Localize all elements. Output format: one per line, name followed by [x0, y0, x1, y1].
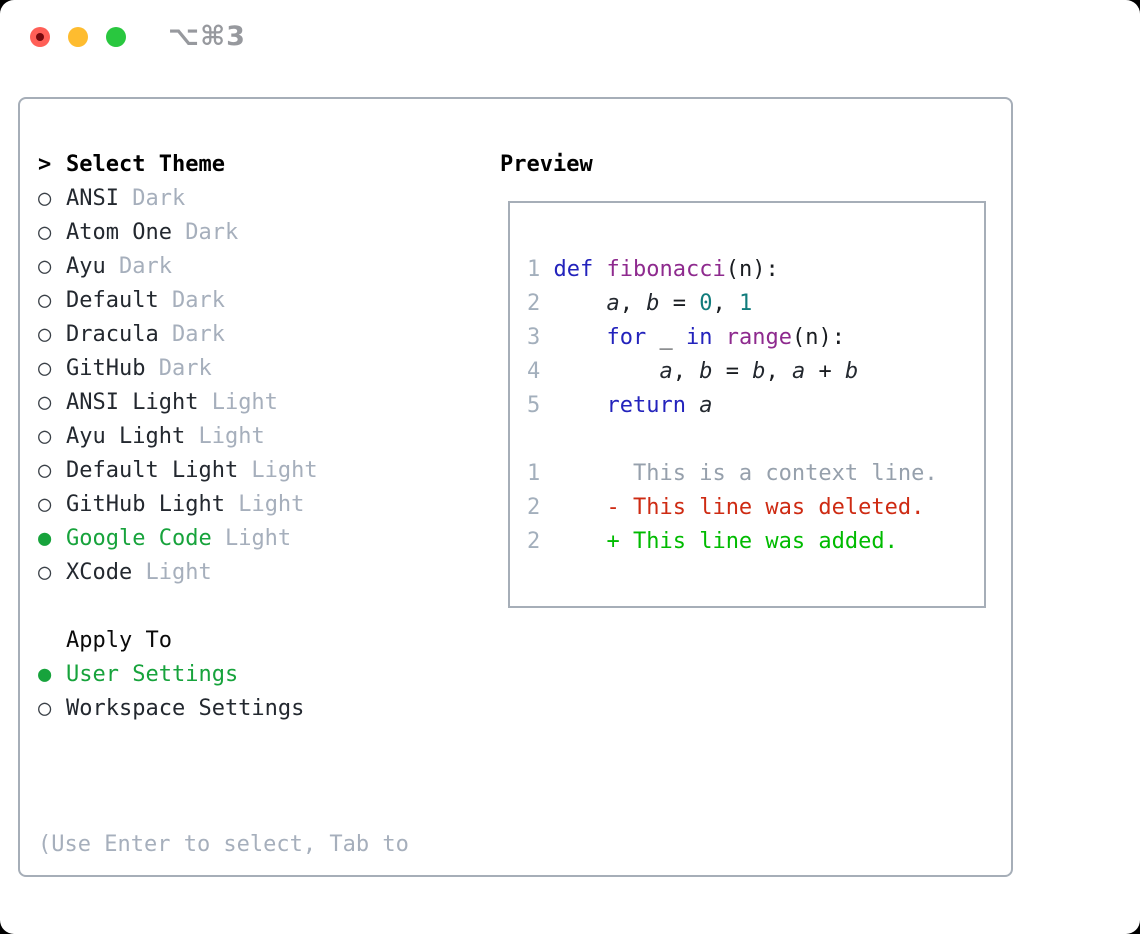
- apply-option-user-settings[interactable]: ● User Settings: [38, 658, 304, 692]
- radio-icon: ○: [38, 186, 52, 211]
- diff-line-added: 2 + This line was added.: [527, 525, 984, 559]
- theme-variant: Dark: [118, 186, 186, 211]
- line-number: 1: [527, 461, 541, 486]
- radio-icon: ○: [38, 220, 52, 245]
- theme-name: Atom One: [66, 220, 172, 245]
- theme-variant: Light: [185, 424, 265, 449]
- theme-option-default-light[interactable]: ○ Default Light Light: [38, 454, 318, 488]
- theme-option-ansi-light[interactable]: ○ ANSI Light Light: [38, 386, 318, 420]
- apply-option-label: User Settings: [66, 662, 239, 687]
- select-theme-label: Select Theme: [66, 152, 225, 177]
- radio-icon: ○: [38, 288, 52, 313]
- preview-pane: 1 def fibonacci(n): 2 a, b = 0, 1 3 for _ …: [508, 201, 986, 608]
- radio-selected-icon: ●: [38, 662, 52, 687]
- unsaved-dot-icon: [36, 33, 44, 41]
- code-line: 5 return a: [527, 393, 713, 418]
- line-number: 1: [527, 257, 541, 282]
- line-number: 4: [527, 359, 541, 384]
- cursor-icon: >: [38, 152, 52, 177]
- theme-option-default[interactable]: ○ Default Dark: [38, 284, 318, 318]
- theme-name: Default: [66, 288, 159, 313]
- theme-variant: Light: [198, 390, 278, 415]
- apply-to-label: Apply To: [66, 628, 172, 653]
- radio-icon: ○: [38, 390, 52, 415]
- theme-option-ansi[interactable]: ○ ANSI Dark: [38, 182, 318, 216]
- traffic-lights: [30, 27, 126, 47]
- radio-icon: ○: [38, 356, 52, 381]
- select-theme-header: > Select Theme: [38, 148, 318, 182]
- theme-option-github[interactable]: ○ GitHub Dark: [38, 352, 318, 386]
- diff-line-context: 1 This is a context line.: [527, 457, 984, 491]
- theme-variant: Dark: [145, 356, 212, 381]
- radio-icon: ○: [38, 458, 52, 483]
- theme-name: Google Code: [66, 526, 212, 551]
- close-button[interactable]: [30, 27, 50, 47]
- spacer: [38, 624, 66, 658]
- theme-list: > Select Theme ○ANSI Dark○Atom One Dark○…: [38, 148, 318, 590]
- theme-variant: Dark: [171, 220, 239, 245]
- theme-name: Ayu Light: [66, 424, 186, 449]
- diff-line-deleted: 2 - This line was deleted.: [527, 491, 984, 525]
- theme-option-dracula[interactable]: ○ Dracula Dark: [38, 318, 318, 352]
- apply-to-header: Apply To: [38, 624, 304, 658]
- theme-name: GitHub: [66, 356, 146, 381]
- radio-icon: ○: [38, 560, 52, 585]
- radio-icon: ○: [38, 492, 52, 517]
- code-line: 2 a, b = 0, 1: [527, 291, 753, 316]
- preview-title: Preview: [500, 152, 593, 177]
- theme-option-xcode[interactable]: ○ XCode Light: [38, 556, 318, 590]
- radio-selected-icon: ●: [38, 526, 52, 551]
- code-line: 1 def fibonacci(n):: [527, 257, 779, 282]
- line-number: 2: [527, 495, 541, 520]
- line-number: 2: [527, 529, 541, 554]
- theme-picker-panel: > Select Theme ○ANSI Dark○Atom One Dark○…: [18, 97, 1013, 877]
- line-number: 5: [527, 393, 541, 418]
- window-title: ⌥⌘3: [168, 21, 246, 52]
- apply-option-workspace-settings[interactable]: ○ Workspace Settings: [38, 692, 304, 726]
- hint-line-1: (Use Enter to select, Tab to: [38, 832, 409, 857]
- line-number: 3: [527, 325, 541, 350]
- apply-option-label: Workspace Settings: [66, 696, 305, 721]
- radio-icon: ○: [38, 696, 52, 721]
- code-line: 3 for _ in range(n):: [527, 325, 845, 350]
- theme-option-github-light[interactable]: ○ GitHub Light Light: [38, 488, 318, 522]
- hint-line-2: change focus): [38, 930, 409, 934]
- theme-variant: Light: [211, 526, 292, 551]
- radio-icon: ○: [38, 254, 52, 279]
- theme-name: XCode: [66, 560, 133, 585]
- theme-variant: Light: [224, 492, 305, 517]
- line-number: 2: [527, 291, 541, 316]
- minimize-button[interactable]: [68, 27, 88, 47]
- apply-to-section: Apply To ● User Settings ○ Workspace Settin…: [38, 624, 304, 726]
- theme-option-ayu-light[interactable]: ○ Ayu Light Light: [38, 420, 318, 454]
- zoom-button[interactable]: [106, 27, 126, 47]
- diff-text: + This line was added.: [606, 529, 898, 554]
- diff-text: - This line was deleted.: [606, 495, 925, 520]
- theme-name: Dracula: [66, 322, 159, 347]
- theme-name: ANSI Light: [66, 390, 199, 415]
- theme-option-atom-one[interactable]: ○ Atom One Dark: [38, 216, 318, 250]
- theme-name: Default Light: [66, 458, 239, 483]
- theme-name: GitHub Light: [66, 492, 225, 517]
- hint-text: (Use Enter to select, Tab to change focu…: [38, 760, 409, 934]
- theme-variant: Dark: [158, 322, 225, 347]
- blank-line: [527, 423, 984, 457]
- radio-icon: ○: [38, 424, 52, 449]
- theme-variant: Light: [132, 560, 212, 585]
- theme-name: ANSI: [66, 186, 119, 211]
- code-line: 4 a, b = b, a + b: [527, 359, 859, 384]
- diff-text: This is a context line.: [632, 461, 938, 486]
- theme-variant: Light: [238, 458, 318, 483]
- theme-variant: Dark: [105, 254, 172, 279]
- theme-name: Ayu: [66, 254, 106, 279]
- theme-option-google-code[interactable]: ● Google Code Light: [38, 522, 318, 556]
- radio-icon: ○: [38, 322, 52, 347]
- theme-variant: Dark: [158, 288, 225, 313]
- theme-option-ayu[interactable]: ○ Ayu Dark: [38, 250, 318, 284]
